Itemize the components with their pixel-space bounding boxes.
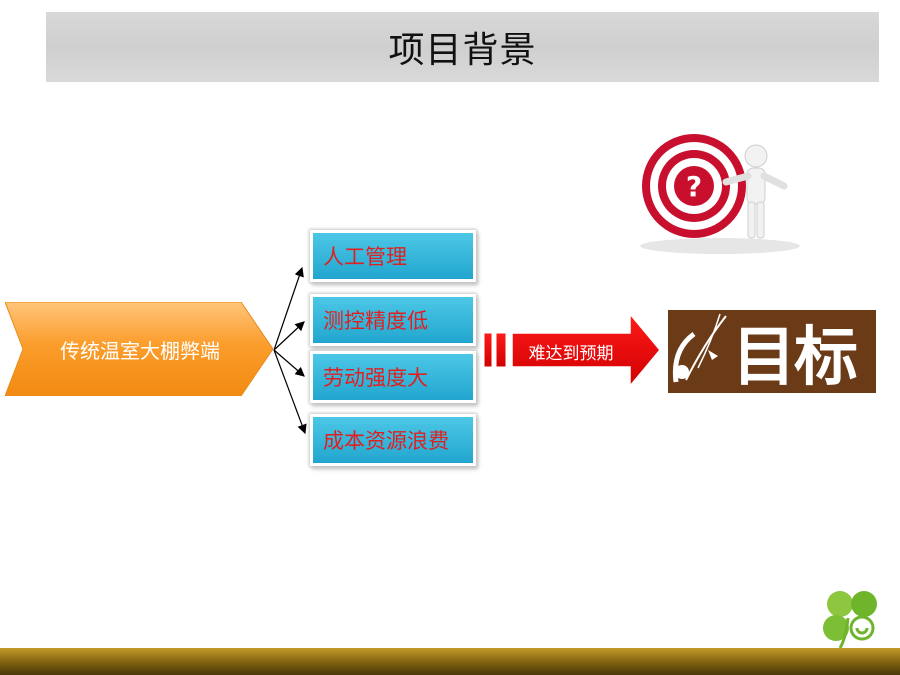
cause-shape — [5, 302, 273, 396]
blocked-arrow — [483, 312, 661, 388]
connector-1 — [273, 266, 304, 351]
goal-label: 目标 — [732, 320, 858, 395]
connector-4 — [273, 349, 307, 435]
svg-text:?: ? — [686, 170, 702, 203]
issue-label: 成本资源浪费 — [323, 429, 449, 453]
page-title: 项目背景 — [388, 30, 537, 71]
dartboard-question-icon: ? — [640, 134, 800, 254]
cause-label: 传统温室大棚弊端 — [60, 338, 220, 363]
issue-box-1: 人工管理 — [310, 230, 476, 282]
archer-icon — [672, 313, 727, 383]
issue-label: 测控精度低 — [323, 309, 428, 333]
issue-box-3: 劳动强度大 — [310, 351, 476, 403]
clover-logo-icon — [823, 591, 877, 649]
issue-label: 劳动强度大 — [323, 366, 428, 390]
footer-bar — [0, 648, 900, 675]
issue-label: 人工管理 — [323, 245, 407, 269]
connector-3 — [273, 349, 305, 377]
issue-box-4: 成本资源浪费 — [310, 414, 476, 466]
issue-box-2: 测控精度低 — [310, 294, 476, 346]
connector-2 — [273, 321, 305, 351]
title-bar: 项目背景 — [46, 12, 879, 82]
goal-box — [668, 310, 876, 393]
outcome-label: 难达到预期 — [528, 343, 614, 364]
